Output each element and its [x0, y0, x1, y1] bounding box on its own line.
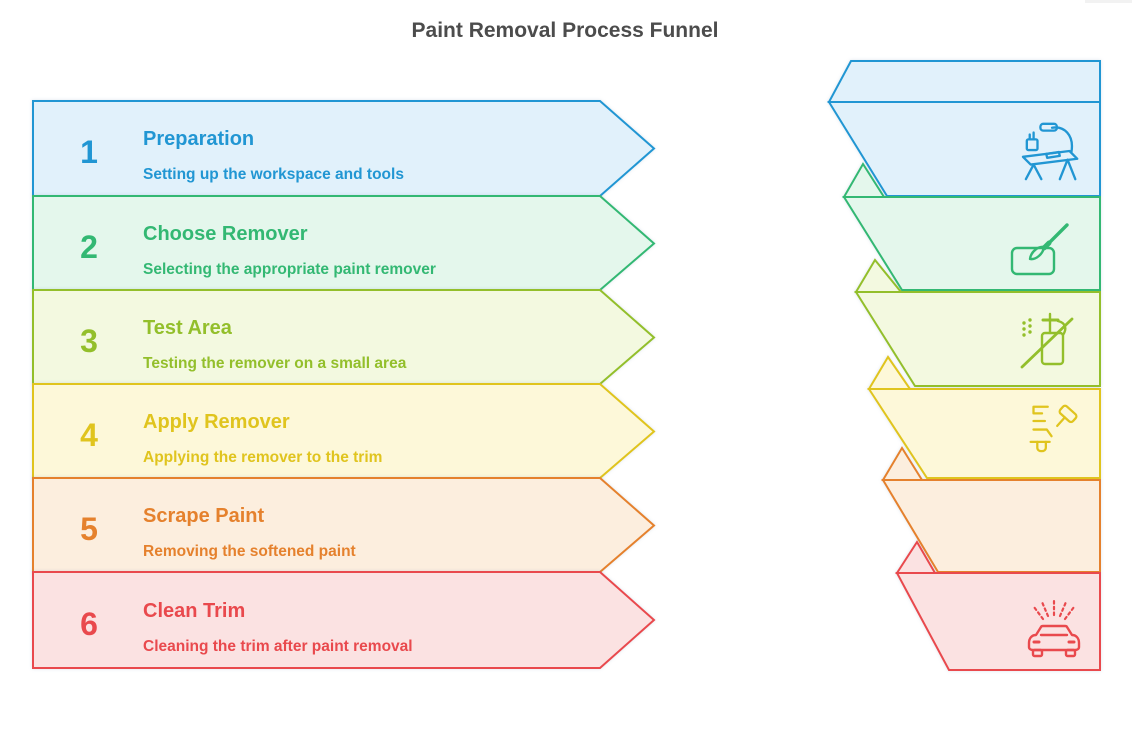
funnel-band [867, 388, 1101, 479]
step-title: Test Area [143, 317, 233, 339]
step-number: 1 [80, 134, 98, 170]
step-description: Cleaning the trim after paint removal [143, 638, 413, 655]
spray-bottle-icon [1020, 312, 1074, 369]
step-description: Selecting the appropriate paint remover [143, 261, 436, 278]
step-description: Removing the softened paint [143, 543, 356, 560]
workbench-icon [1021, 122, 1079, 181]
mallet-trim-icon [1029, 404, 1078, 453]
step-row-1: 1 Preparation Setting up the workspace a… [32, 100, 656, 197]
step-row-4: 4 Apply Remover Applying the remover to … [32, 383, 656, 479]
step-arrow-shape [32, 383, 656, 479]
step-description: Setting up the workspace and tools [143, 166, 404, 183]
step-title: Clean Trim [143, 600, 245, 622]
step-title: Choose Remover [143, 223, 308, 245]
step-title: Apply Remover [143, 411, 290, 433]
step-row-2: 2 Choose Remover Selecting the appropria… [32, 195, 656, 291]
step-arrow-shape [32, 477, 656, 573]
step-number: 3 [80, 323, 98, 359]
diagram-title: Paint Removal Process Funnel [412, 19, 719, 42]
paint-brush-icon [1010, 223, 1069, 276]
step-arrow-shape [32, 195, 656, 291]
funnel-band [854, 291, 1101, 387]
step-arrow-shape [32, 571, 656, 669]
step-number: 2 [80, 229, 98, 265]
step-number: 6 [80, 606, 98, 642]
step-arrow-shape [32, 289, 656, 385]
step-description: Testing the remover on a small area [143, 355, 407, 372]
step-title: Preparation [143, 128, 254, 150]
funnel-band [842, 196, 1101, 291]
step-row-6: 6 Clean Trim Cleaning the trim after pai… [32, 571, 656, 669]
step-row-3: 3 Test Area Testing the remover on a sma… [32, 289, 656, 385]
funnel-band [895, 572, 1101, 671]
funnel-band-cap [827, 60, 1101, 103]
step-row-5: 5 Scrape Paint Removing the softened pai… [32, 477, 656, 573]
scrollbar-fragment [1085, 0, 1132, 3]
funnel-ribbon [827, 60, 1101, 671]
step-title: Scrape Paint [143, 505, 265, 527]
step-number: 4 [80, 417, 98, 453]
car-wash-icon [1027, 597, 1081, 658]
step-arrow-shape [32, 100, 656, 197]
step-description: Applying the remover to the trim [143, 449, 382, 466]
step-number: 5 [80, 511, 98, 547]
